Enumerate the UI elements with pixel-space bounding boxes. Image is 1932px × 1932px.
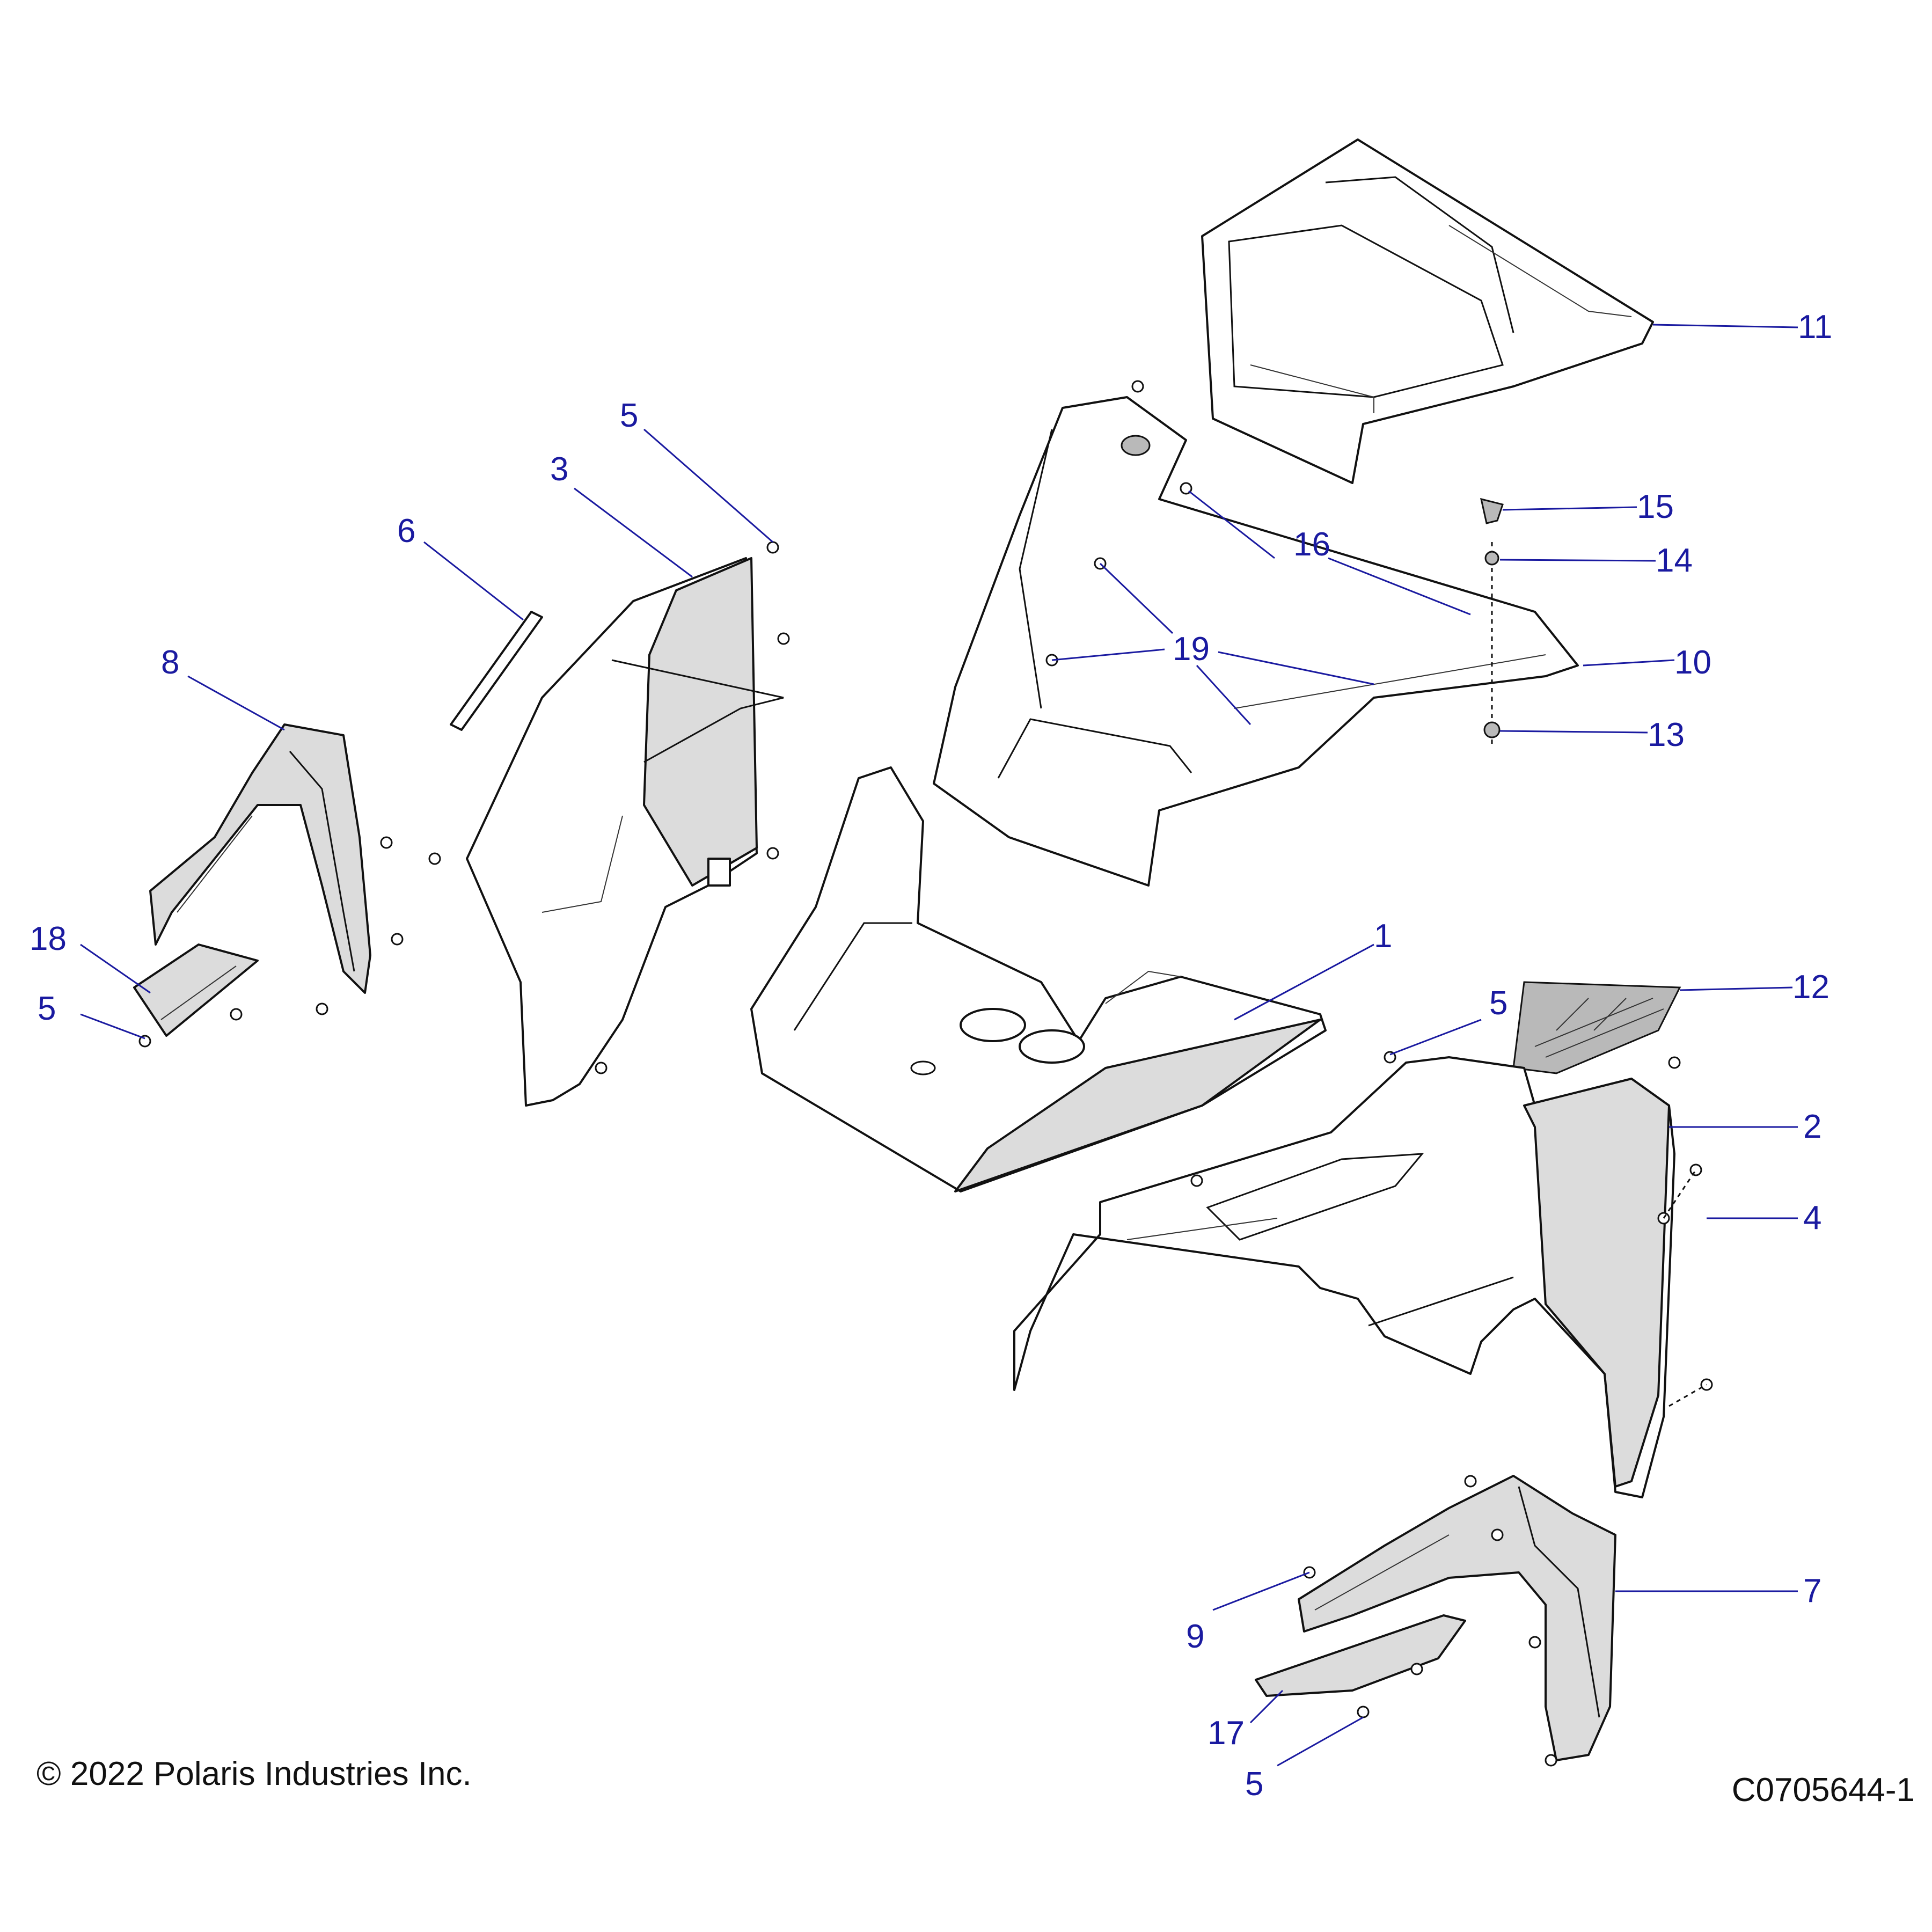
leader-16b [1328, 557, 1471, 616]
callout-7: 7 [1803, 1572, 1821, 1609]
callout-2: 2 [1803, 1108, 1821, 1145]
callout-11: 11 [1798, 309, 1832, 346]
leader-6 [423, 541, 524, 621]
leader-17 [1249, 1689, 1284, 1724]
callout-3: 3 [550, 451, 568, 488]
drawing-number: C0705644-1 [1731, 1772, 1915, 1809]
leader-11 [1652, 324, 1798, 328]
callout-19: 19 [1173, 631, 1210, 668]
callout-labels: 1 2 3 4 5 5 5 5 6 7 8 9 10 11 12 13 14 1… [30, 309, 1832, 1803]
callout-8: 8 [161, 644, 179, 681]
callout-5b: 5 [38, 990, 56, 1027]
leader-5b [80, 1013, 145, 1040]
left-fender-flare-part [149, 723, 371, 994]
copyright-notice: © 2022 Polaris Industries Inc. [36, 1755, 472, 1792]
leader-14 [1499, 559, 1656, 562]
callout-5a: 5 [620, 397, 638, 434]
callout-18: 18 [30, 920, 67, 957]
right-side-panel-part [1013, 1056, 1675, 1498]
leader-13 [1499, 730, 1648, 734]
leader-10 [1583, 659, 1675, 667]
leader-lines [80, 324, 1798, 1767]
fender-insert-right-part [1255, 1614, 1466, 1697]
floor-tub-part [750, 766, 1327, 1192]
callout-14: 14 [1656, 542, 1693, 579]
leader-8 [187, 675, 285, 731]
leader-9 [1212, 1571, 1310, 1611]
leader-19d [1196, 664, 1252, 726]
leader-19c [1218, 651, 1374, 685]
hood-cover-part [1201, 138, 1654, 484]
leader-1 [1234, 943, 1374, 1021]
callout-15: 15 [1637, 488, 1674, 525]
callout-6: 6 [397, 513, 415, 550]
left-side-panel-part [466, 557, 784, 1107]
leader-19b [1099, 562, 1174, 634]
trim-strip-part [450, 611, 543, 731]
callout-5d: 5 [1245, 1766, 1263, 1803]
leader-5d [1277, 1716, 1364, 1767]
callout-17: 17 [1208, 1715, 1245, 1752]
leader-12 [1679, 986, 1793, 991]
callout-4: 4 [1803, 1199, 1821, 1236]
callout-16: 16 [1293, 526, 1330, 563]
front-dash-part [933, 396, 1579, 887]
leader-5c [1389, 1019, 1482, 1056]
callout-13: 13 [1648, 716, 1685, 753]
leader-19a [1051, 648, 1165, 661]
callout-10: 10 [1674, 644, 1711, 681]
leader-18 [80, 943, 151, 994]
fasteners [138, 380, 1713, 1767]
grille-part [1512, 981, 1681, 1074]
callout-5c: 5 [1489, 985, 1507, 1022]
leader-5a [643, 428, 773, 543]
right-fender-flare-part [1298, 1475, 1616, 1761]
leader-15 [1502, 506, 1637, 511]
callout-9: 9 [1186, 1618, 1204, 1655]
fender-insert-part [133, 943, 259, 1037]
callout-1: 1 [1374, 918, 1392, 955]
callout-12: 12 [1792, 969, 1829, 1006]
leader-3 [574, 487, 693, 578]
leader-16 [1188, 490, 1275, 559]
